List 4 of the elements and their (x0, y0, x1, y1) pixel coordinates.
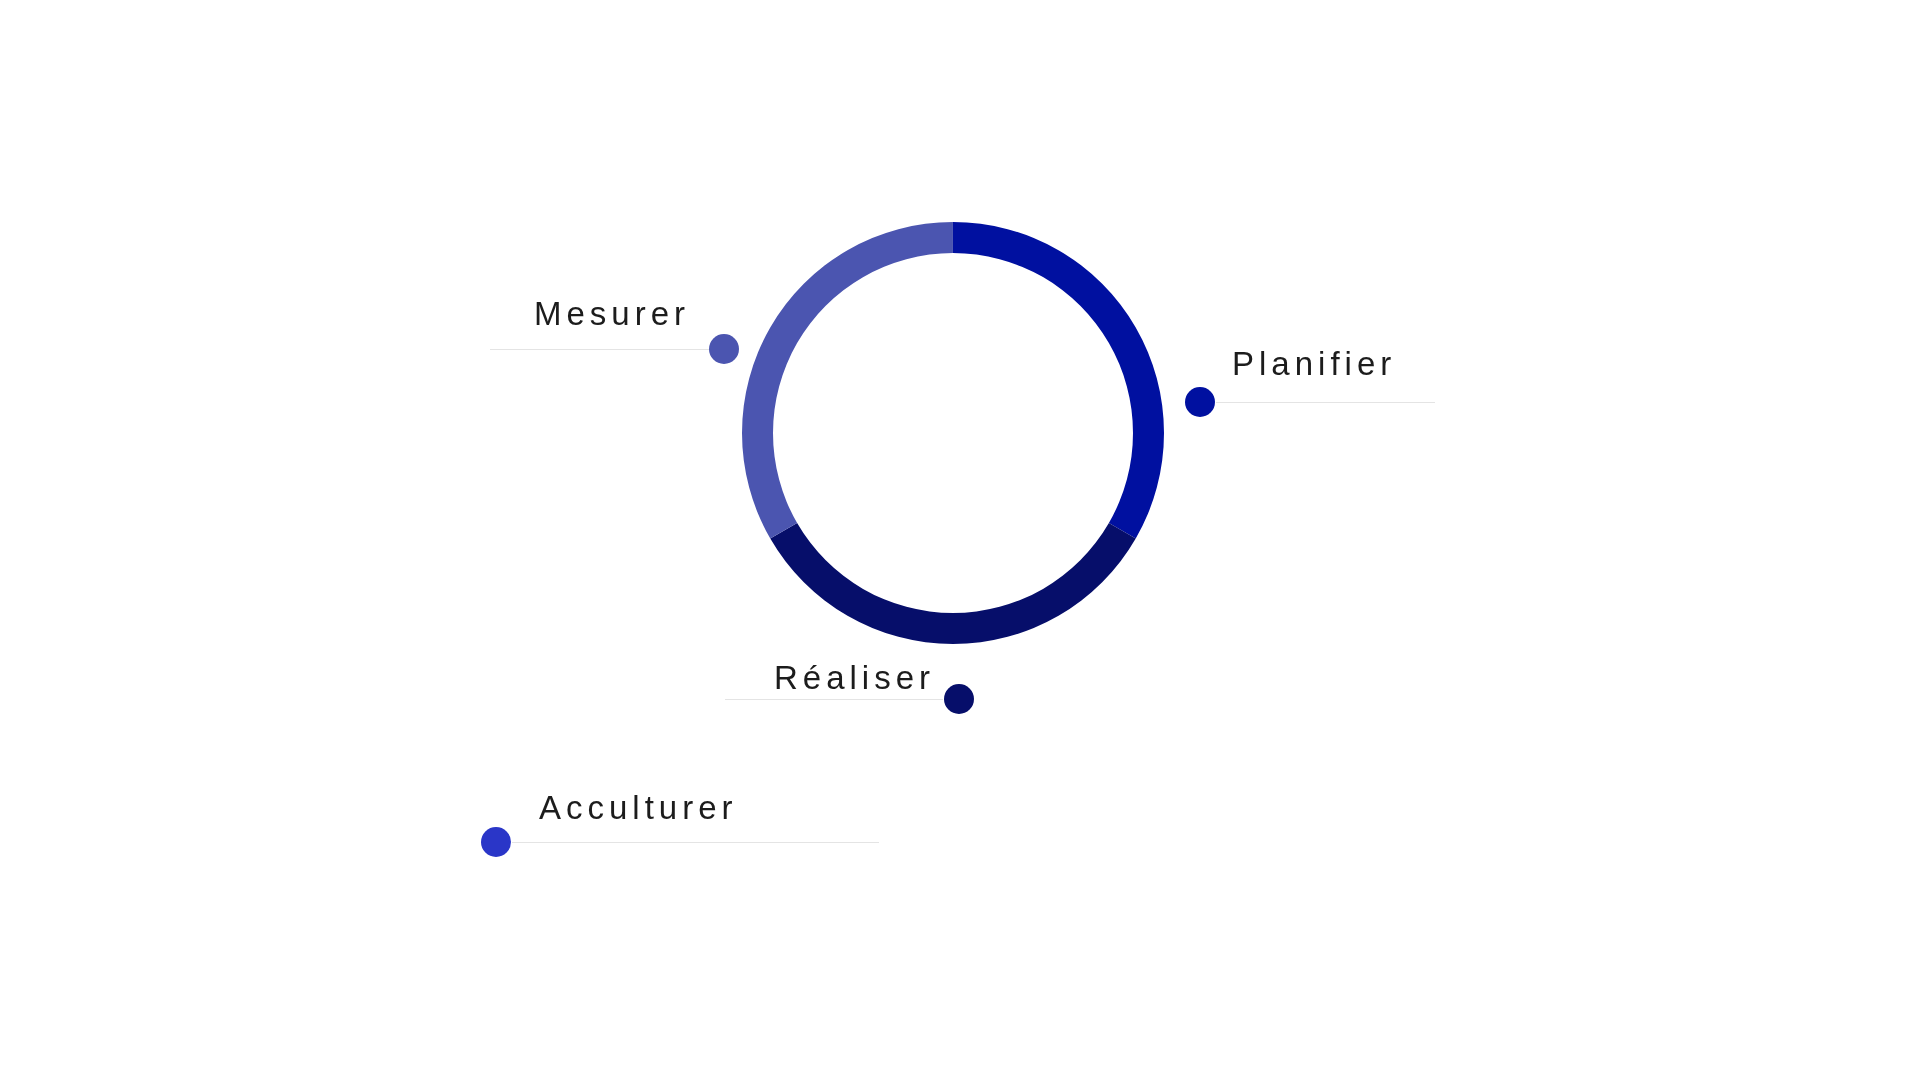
legend-label: Réaliser (774, 658, 936, 698)
legend-label: Acculturer (539, 788, 738, 828)
legend-label: Mesurer (534, 294, 691, 334)
legend-label: Planifier (1232, 344, 1397, 384)
